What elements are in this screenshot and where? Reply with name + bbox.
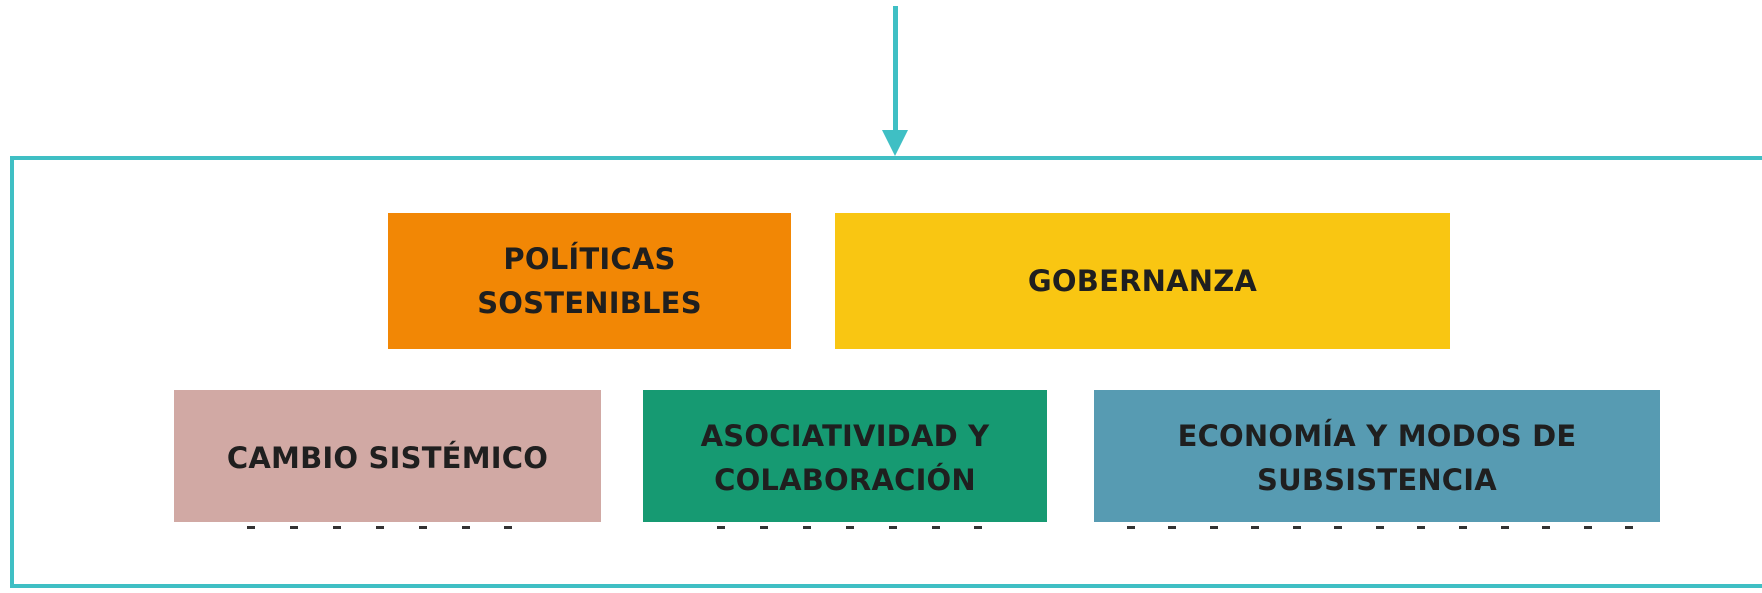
asociatividad-colaboracion-box: ASOCIATIVIDAD Y COLABORACIÓN	[643, 390, 1047, 526]
clip-mask-asociatividad	[643, 522, 1047, 528]
container-frame	[10, 156, 1762, 588]
arrow-down-icon	[882, 130, 908, 156]
incoming-arrow-line	[893, 6, 898, 131]
clip-mask-cambio	[174, 522, 601, 528]
politicas-sostenibles-box: POLÍTICAS SOSTENIBLES	[388, 213, 791, 349]
cambio-sistemico-box: CAMBIO SISTÉMICO	[174, 390, 601, 526]
clipped-text-economia	[1110, 524, 1650, 530]
clipped-text-cambio	[230, 524, 530, 530]
economia-modos-subsistencia-label: ECONOMÍA Y MODOS DE SUBSISTENCIA	[1177, 419, 1577, 497]
economia-modos-subsistencia-box: ECONOMÍA Y MODOS DE SUBSISTENCIA	[1094, 390, 1660, 526]
gobernanza-box: GOBERNANZA	[835, 213, 1450, 349]
clipped-text-asociatividad	[700, 524, 1000, 530]
asociatividad-colaboracion-label: ASOCIATIVIDAD Y COLABORACIÓN	[700, 419, 990, 497]
gobernanza-label: GOBERNANZA	[1027, 264, 1258, 298]
politicas-sostenibles-label: POLÍTICAS SOSTENIBLES	[477, 242, 702, 320]
cambio-sistemico-label: CAMBIO SISTÉMICO	[226, 441, 549, 475]
clip-mask-economia	[1094, 522, 1660, 528]
